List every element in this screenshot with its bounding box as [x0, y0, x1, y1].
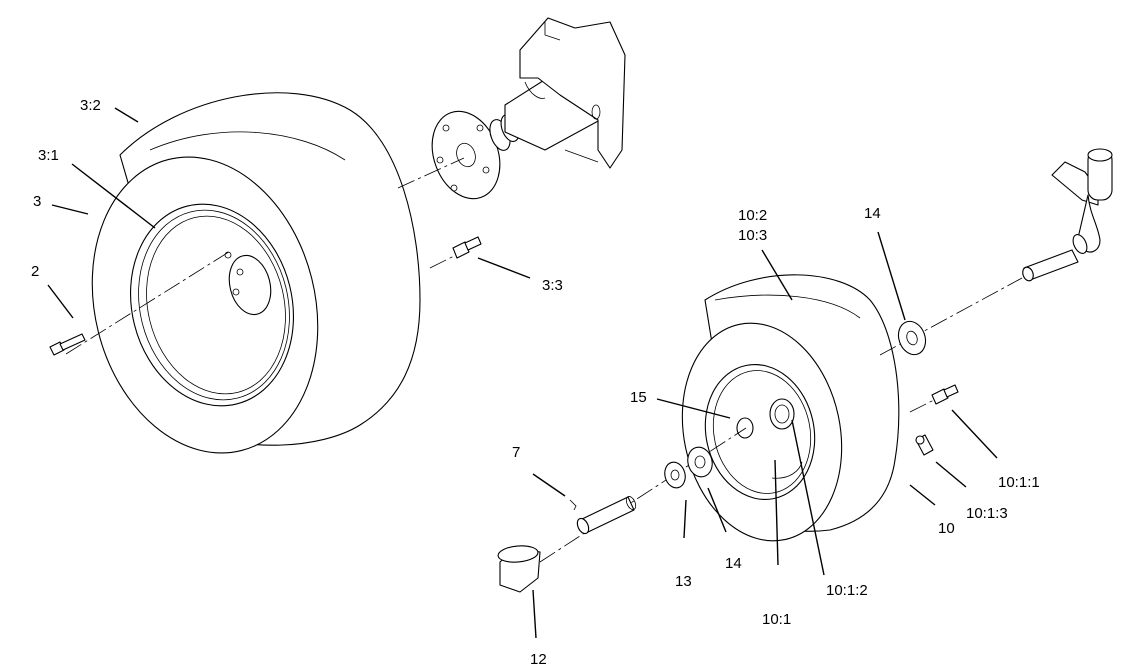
- callout-10-2: 10:2: [738, 207, 767, 224]
- callout-3-3: 3:3: [542, 277, 563, 294]
- cap-12: [497, 545, 541, 593]
- callout-14-top: 14: [864, 205, 881, 222]
- grease-fitting-10-1-1: [931, 384, 959, 405]
- washer-14-top: [897, 320, 927, 356]
- callout-10: 10: [938, 520, 955, 537]
- washer-14-bottom: [687, 446, 713, 478]
- leader-lines: [47, 107, 998, 639]
- callout-10-1-1: 10:1:1: [998, 474, 1040, 491]
- callout-10-3: 10:3: [738, 227, 767, 244]
- callout-14-bottom: 14: [725, 555, 742, 572]
- callout-13: 13: [675, 573, 692, 590]
- callout-10-1: 10:1: [762, 611, 791, 628]
- rear-hub: [228, 254, 272, 316]
- callout-15: 15: [630, 389, 647, 406]
- front-hub-center: [736, 417, 754, 439]
- front-hub-boss: [769, 398, 795, 430]
- rear-rim: [129, 203, 295, 407]
- washer-13: [664, 461, 686, 489]
- axle-housing: [504, 17, 626, 169]
- caster-fork: [1022, 148, 1113, 282]
- callout-10-1-3: 10:1:3: [966, 505, 1008, 522]
- bolt-2: [49, 333, 86, 356]
- callout-3-2: 3:2: [80, 97, 101, 114]
- cotter-pin-7: [569, 499, 577, 511]
- callout-10-1-2: 10:1:2: [826, 582, 868, 599]
- front-rim: [704, 363, 816, 501]
- callout-3: 3: [33, 193, 41, 210]
- front-caster-wheel: [681, 274, 900, 542]
- callout-7: 7: [512, 444, 520, 461]
- grease-fitting-10-1-3: [915, 434, 934, 456]
- callout-3-1: 3:1: [38, 147, 59, 164]
- callout-12: 12: [530, 651, 547, 668]
- rear-wheel: [91, 92, 421, 454]
- axle-pin: [576, 496, 637, 535]
- callout-2: 2: [31, 263, 39, 280]
- bolt-3-3: [452, 236, 482, 259]
